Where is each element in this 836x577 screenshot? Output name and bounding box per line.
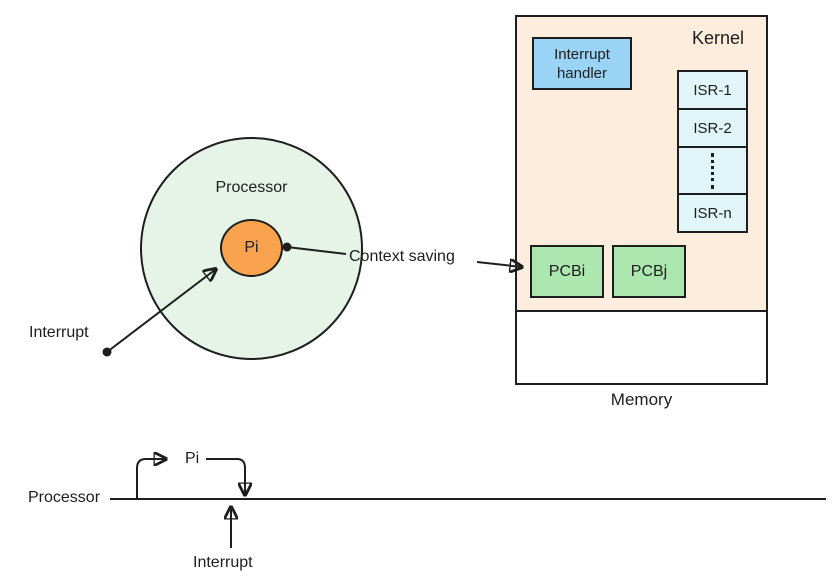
- interrupt-source-dot: [102, 347, 112, 357]
- memory-box: Kernel Interrupt handler ISR-1 ISR-2 ISR…: [515, 15, 768, 385]
- memory-label: Memory: [610, 390, 673, 409]
- isr-cell-2: ISR-2: [677, 108, 748, 148]
- timeline-interrupt-label: Interrupt: [193, 554, 253, 571]
- interrupt-handler-box: Interrupt handler: [532, 37, 632, 90]
- isr-2-label: ISR-2: [693, 119, 732, 137]
- interrupt-label: Interrupt: [29, 324, 89, 341]
- timeline-pi-label: Pi: [185, 450, 200, 467]
- isr-1-label: ISR-1: [693, 81, 732, 99]
- isr-cell-n: ISR-n: [677, 193, 748, 233]
- isr-table: ISR-1 ISR-2 ISR-n: [677, 70, 748, 233]
- pcb-j-label: PCBj: [630, 262, 668, 280]
- timeline-processor-label: Processor: [28, 489, 101, 506]
- timeline-pi-entry-arrow: [136, 459, 166, 499]
- processor-label: Processor: [215, 179, 288, 196]
- vertical-dots-icon: [711, 152, 714, 189]
- process-pi-circle: Pi: [220, 219, 283, 277]
- pcb-j-box: PCBj: [612, 245, 686, 298]
- isr-cell-1: ISR-1: [677, 70, 748, 110]
- context-saving-label: Context saving: [349, 248, 455, 265]
- processor-circle: Processor Pi: [140, 137, 363, 360]
- kernel-label: Kernel: [691, 28, 744, 48]
- isr-cell-ellipsis: [677, 146, 748, 195]
- pcb-i-label: PCBi: [548, 262, 586, 280]
- isr-n-label: ISR-n: [693, 204, 732, 222]
- process-pi-label: Pi: [244, 239, 259, 256]
- interrupt-handler-label: Interrupt handler: [554, 45, 610, 82]
- timeline-pi-return-arrow: [206, 458, 245, 495]
- kernel-section: Kernel Interrupt handler ISR-1 ISR-2 ISR…: [517, 17, 766, 312]
- pcb-i-box: PCBi: [530, 245, 604, 298]
